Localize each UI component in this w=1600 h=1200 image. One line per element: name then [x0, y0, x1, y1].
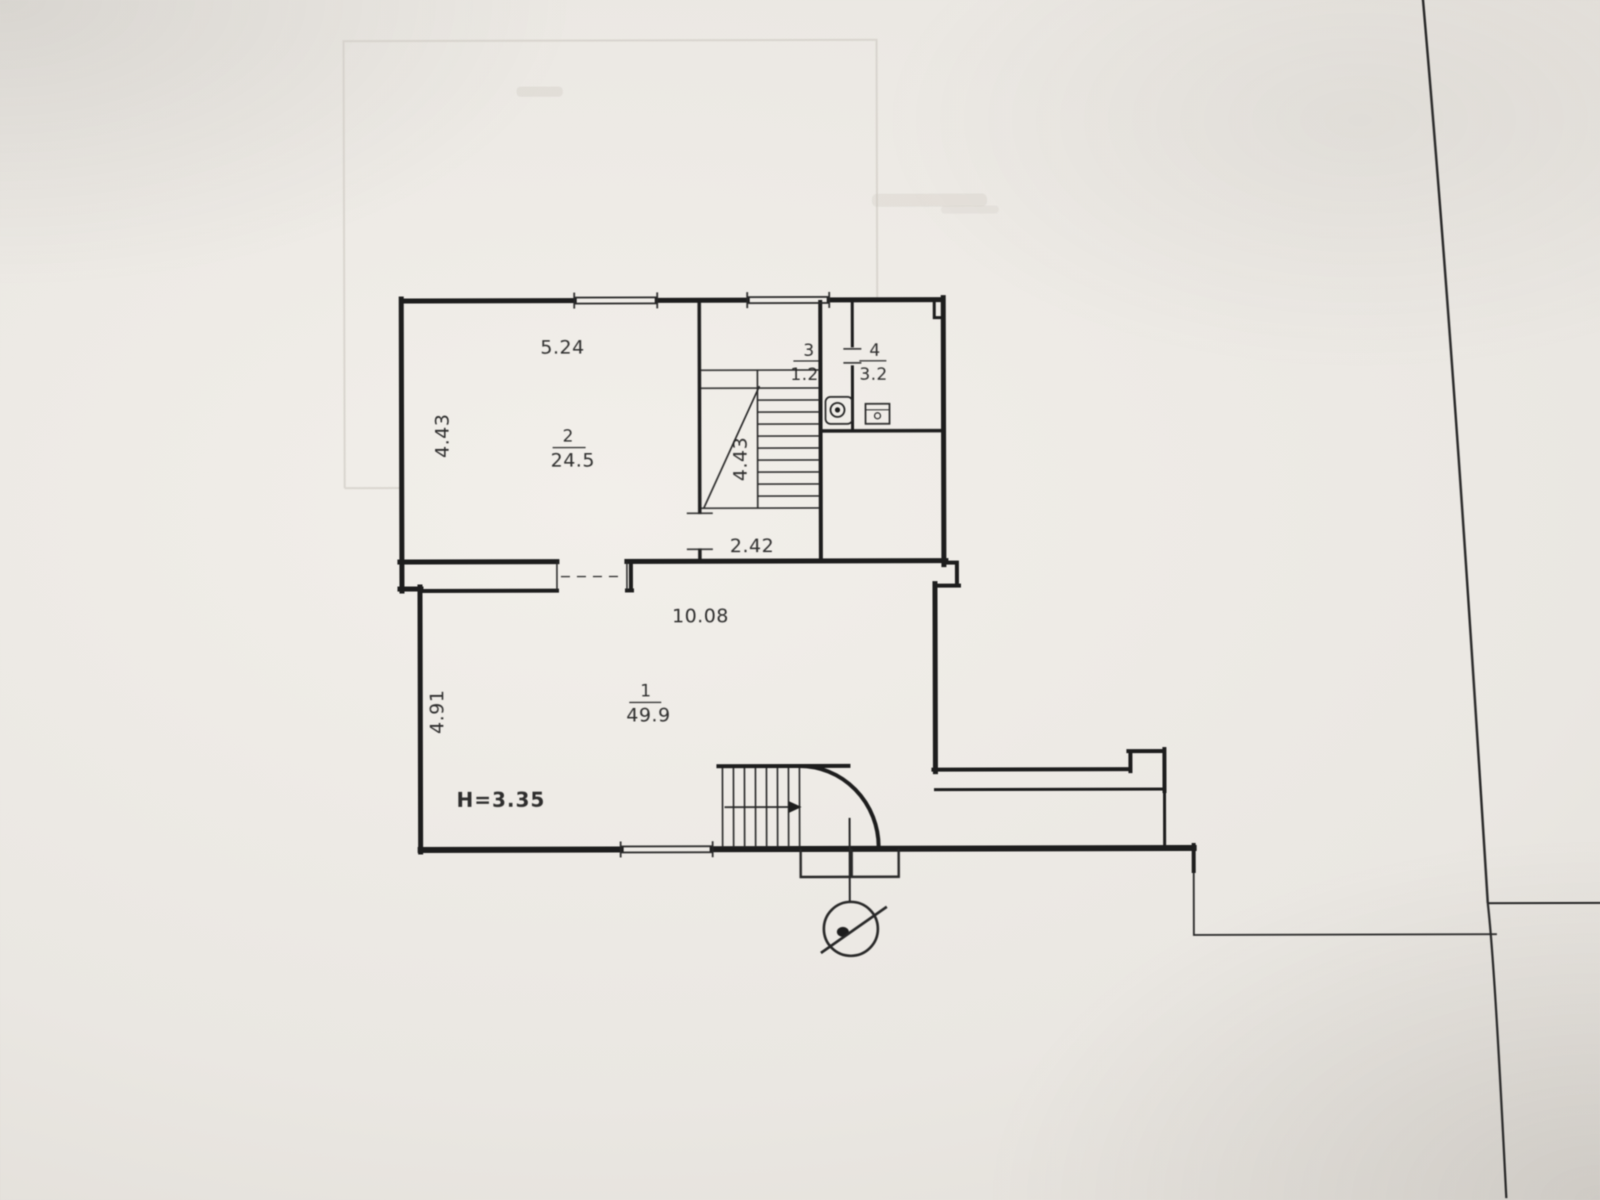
plan-labels: 5.24 4.43 2 24.5 3 1.2 4 3.2 4.43 2.42 1… — [426, 337, 887, 812]
room-4-number: 4 — [869, 341, 880, 361]
dimension-hall-width: 2.42 — [730, 535, 774, 557]
window-bottom-icon — [619, 841, 714, 858]
window-top-right-icon — [746, 291, 831, 309]
entrance-steps-icon — [716, 763, 900, 902]
room-3-area: 1.2 — [790, 365, 818, 385]
ceiling-height-note: H=3.35 — [456, 788, 545, 812]
dimension-stairwell-depth: 4.43 — [730, 437, 752, 481]
dimension-room1-depth: 4.91 — [426, 690, 448, 734]
window-top-left-icon — [573, 292, 659, 309]
ghost-bleedthrough — [342, 38, 999, 490]
room-2-area: 24.5 — [551, 450, 595, 472]
wc-toilet-icon — [824, 396, 854, 425]
room-4-area: 3.2 — [859, 365, 887, 385]
interior-walls — [628, 298, 946, 593]
dimension-room2-depth: 4.43 — [432, 414, 454, 458]
porch-outline — [799, 848, 900, 879]
dimension-room1-width: 10.08 — [672, 605, 729, 627]
room-3-number: 3 — [803, 341, 814, 361]
room-2-number: 2 — [563, 427, 574, 447]
washbasin-icon — [864, 402, 891, 425]
main-staircase-icon — [700, 369, 820, 510]
room-1-area: 49.9 — [626, 704, 670, 726]
adjacent-sheet-edge — [1192, 0, 1600, 1200]
direction-arrow-icon — [724, 801, 802, 814]
benchmark-icon — [820, 900, 888, 958]
dimension-room2-width: 5.24 — [540, 337, 584, 359]
room-1-number: 1 — [640, 681, 651, 701]
windows — [573, 291, 831, 858]
